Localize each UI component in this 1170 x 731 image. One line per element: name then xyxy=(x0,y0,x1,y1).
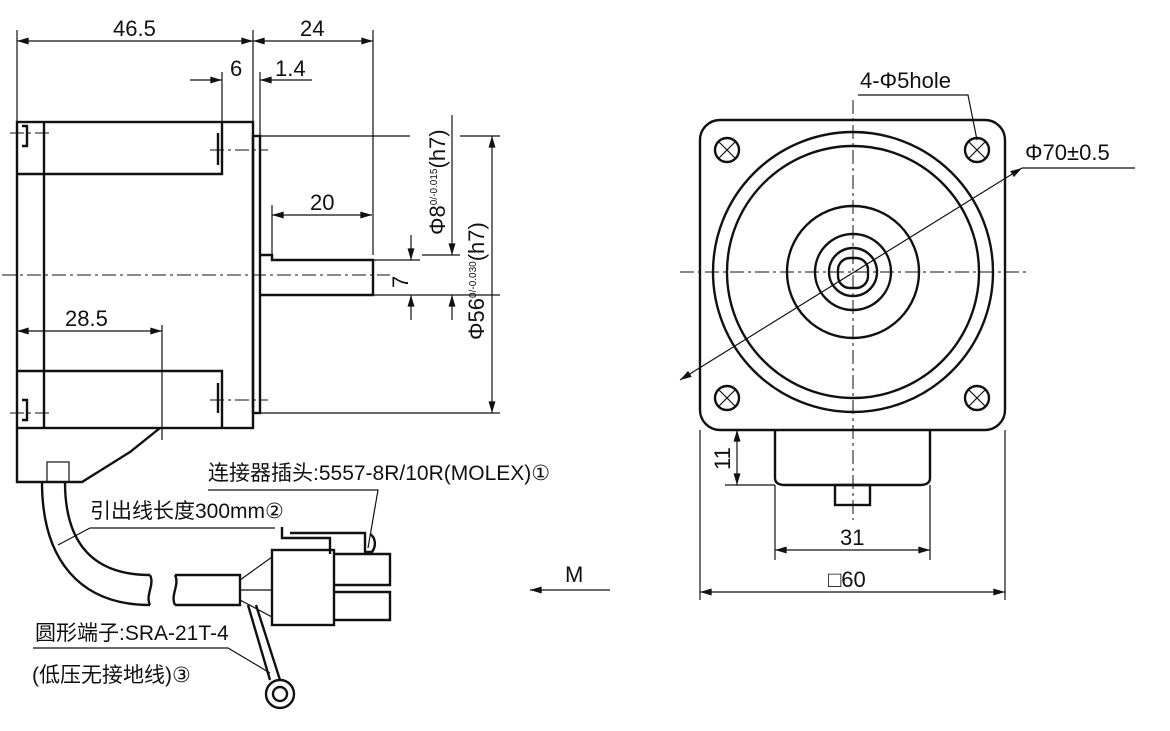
dim-7: 7 xyxy=(388,276,413,288)
dim-pilot-diameter: Φ560/-0.030(h7) xyxy=(464,222,489,340)
pcd-label: Φ70±0.5 xyxy=(1025,140,1110,165)
callout-connector: 连接器插头:5557-8R/10R(MOLEX)① xyxy=(208,462,550,485)
flange xyxy=(251,134,262,415)
callout-terminal-note: (低压无接地线)③ xyxy=(32,664,191,687)
connector xyxy=(270,548,336,627)
holes-label: 4-Φ5hole xyxy=(860,68,951,93)
dim-28-5: 28.5 xyxy=(65,306,108,331)
dim-46-5: 46.5 xyxy=(113,16,156,41)
dim-1-4: 1.4 xyxy=(275,56,306,81)
side-view: 46.5 24 6 1.4 20 7 Φ80/-0.015(h7) Φ560/-… xyxy=(2,16,610,710)
dim-6: 6 xyxy=(230,56,242,81)
dim-shaft-diameter: Φ80/-0.015(h7) xyxy=(425,129,450,235)
shaft xyxy=(260,253,375,297)
dim-24: 24 xyxy=(300,16,324,41)
cable-housing xyxy=(15,427,161,484)
front-view: 4-Φ5hole Φ70±0.5 11 31 □60 xyxy=(679,68,1135,600)
dim-20: 20 xyxy=(310,190,334,215)
dim-31: 31 xyxy=(840,525,864,550)
ring-terminal xyxy=(271,685,289,703)
callout-lead-length: 引出线长度300mm② xyxy=(90,500,284,523)
ground-wire xyxy=(246,604,282,681)
dim-square-60: □60 xyxy=(828,567,866,592)
view-arrow-m: M xyxy=(565,562,583,587)
mounting-holes xyxy=(713,136,991,412)
callout-terminal: 圆形端子:SRA-21T-4 xyxy=(35,622,229,645)
dim-11: 11 xyxy=(710,447,735,470)
lead-wire xyxy=(40,481,151,607)
